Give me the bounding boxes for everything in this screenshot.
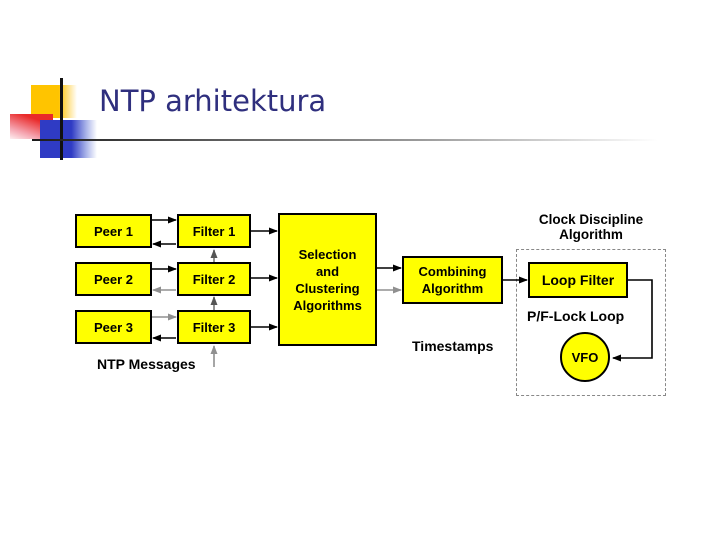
decor-vertical-line bbox=[60, 78, 63, 160]
title-underline bbox=[32, 139, 677, 141]
decor-yellow-square bbox=[31, 85, 77, 118]
slide-title: NTP arhitektura bbox=[99, 84, 327, 118]
label-clock-discipline-algorithm: Clock Discipline Algorithm bbox=[538, 212, 644, 242]
node-filter-3: Filter 3 bbox=[177, 310, 251, 344]
label-pf-lock-loop: P/F-Lock Loop bbox=[527, 308, 625, 324]
node-peer-3: Peer 3 bbox=[75, 310, 152, 344]
node-vfo: VFO bbox=[560, 332, 610, 382]
node-peer-2: Peer 2 bbox=[75, 262, 152, 296]
node-loop-filter: Loop Filter bbox=[528, 262, 628, 298]
node-peer-1: Peer 1 bbox=[75, 214, 152, 248]
node-filter-1: Filter 1 bbox=[177, 214, 251, 248]
node-combining-algorithm: Combining Algorithm bbox=[402, 256, 503, 304]
label-ntp-messages: NTP Messages bbox=[97, 356, 196, 372]
clock-discipline-dashed-box bbox=[516, 249, 666, 396]
label-timestamps: Timestamps bbox=[412, 338, 494, 354]
node-filter-2: Filter 2 bbox=[177, 262, 251, 296]
node-selection-clustering: Selection and Clustering Algorithms bbox=[278, 213, 377, 346]
